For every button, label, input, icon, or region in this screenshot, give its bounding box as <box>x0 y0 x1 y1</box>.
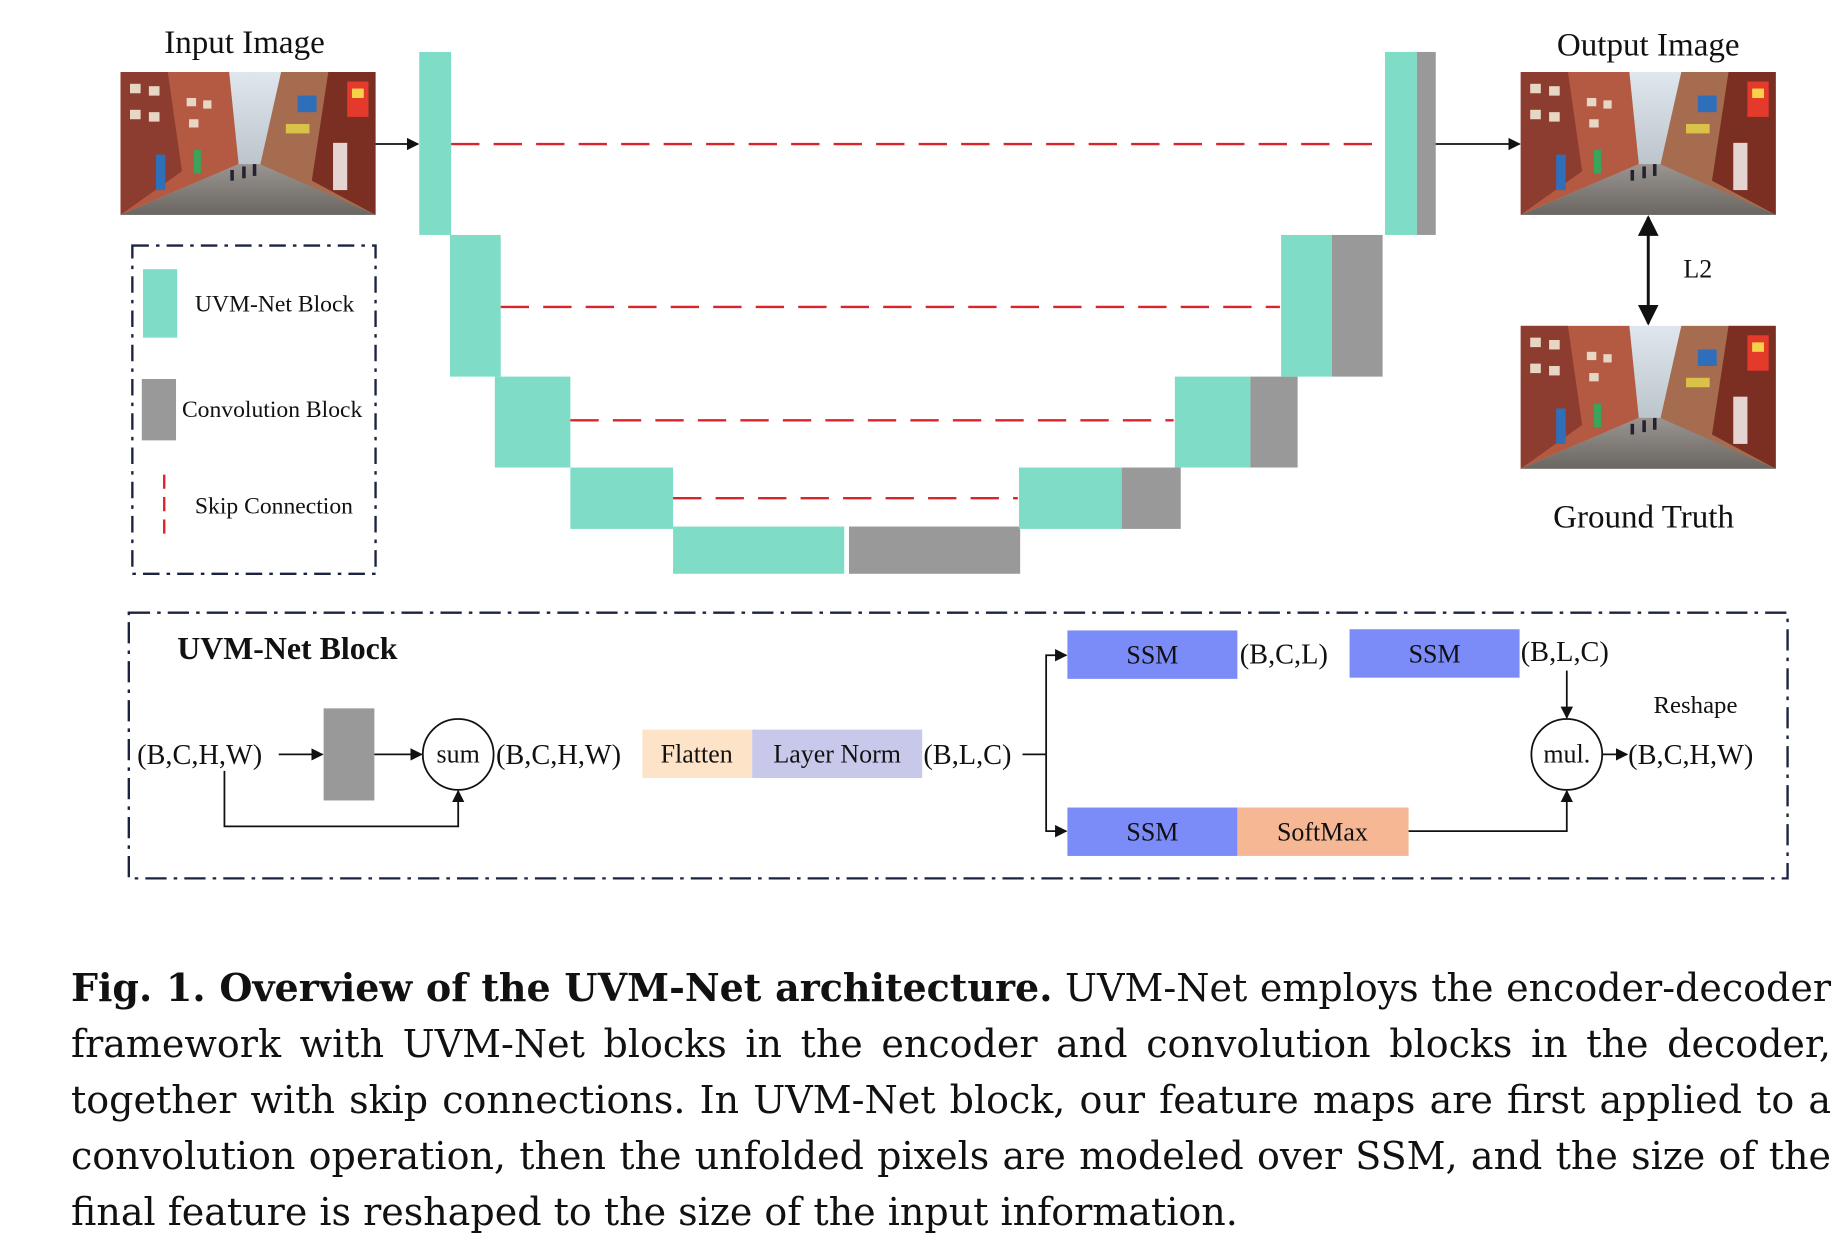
ssm-block-1-label: SSM <box>1126 641 1178 670</box>
legend-conv-label: Convolution Block <box>182 397 363 423</box>
ground-truth-label: Ground Truth <box>1553 500 1734 536</box>
decoder-uvm-1 <box>1384 51 1417 235</box>
loss-label: L2 <box>1683 254 1712 283</box>
sum-label: sum <box>437 740 480 769</box>
encoder-block-3 <box>494 376 571 468</box>
layer-norm-label: Layer Norm <box>773 740 901 769</box>
decoder-conv-4 <box>1121 467 1181 529</box>
branch-arrow-top <box>1045 649 1068 755</box>
ssm-block-3-label: SSM <box>1126 818 1178 847</box>
detail-conv-block <box>323 708 375 801</box>
decoder-conv-2 <box>1331 234 1383 377</box>
ssm-block-2 <box>1349 629 1520 678</box>
output-image <box>1520 72 1776 215</box>
figure-caption: Fig. 1. Overview of the UVM-Net architec… <box>71 960 1831 1240</box>
encoder-block-4 <box>570 467 674 529</box>
legend-box <box>131 244 377 575</box>
decoder-conv-3 <box>1250 376 1298 468</box>
caption-heading: Fig. 1. Overview of the UVM-Net architec… <box>71 965 1053 1010</box>
ssm-block-1 <box>1067 630 1238 679</box>
branch-arrow-bottom <box>1045 754 1068 838</box>
softmax-label: SoftMax <box>1277 818 1368 847</box>
uvm-block-detail-title: UVM-Net Block <box>177 631 398 666</box>
encoder-block-2 <box>449 234 501 377</box>
ssm-block-3 <box>1067 807 1238 856</box>
legend-conv-swatch <box>141 378 177 441</box>
arrow-to-mul-bottom <box>1408 789 1573 833</box>
uvm-block-detail-frame <box>127 611 1789 880</box>
bottleneck-uvm-block <box>673 526 845 574</box>
bcl-shape: (B,C,L) <box>1240 640 1328 671</box>
blc-shape: (B,L,C) <box>1521 637 1609 668</box>
ssm-block-2-label: SSM <box>1409 639 1461 668</box>
bottleneck-conv-block <box>848 526 1021 574</box>
input-image <box>120 72 376 215</box>
input-image-label: Input Image <box>164 25 325 61</box>
encoder-block-1 <box>419 51 452 235</box>
softmax-block <box>1237 807 1409 856</box>
decoder-uvm-3 <box>1174 376 1251 468</box>
legend-skip-label: Skip Connection <box>195 494 353 520</box>
decoder-uvm-4 <box>1018 467 1122 529</box>
flatten-label: Flatten <box>661 740 733 769</box>
output-image-label: Output Image <box>1557 27 1740 63</box>
decoder-conv-1 <box>1416 51 1436 235</box>
ground-truth-image <box>1520 325 1776 469</box>
residual-path <box>223 770 465 828</box>
after-sum-shape: (B,C,H,W) <box>496 740 621 771</box>
mul-label: mul. <box>1543 740 1590 769</box>
reshape-label: Reshape <box>1654 692 1738 719</box>
caption-body: UVM-Net employs the encoder-decoder fram… <box>71 966 1831 1234</box>
decoder-uvm-2 <box>1281 234 1332 377</box>
sum-node <box>421 718 495 791</box>
input-shape: (B,C,H,W) <box>137 740 262 771</box>
output-shape: (B,C,H,W) <box>1628 740 1753 771</box>
flatten-block <box>642 729 753 779</box>
layer-norm-block <box>752 729 923 779</box>
legend-uvm-label: UVM-Net Block <box>195 292 355 318</box>
sequence-shape: (B,L,C) <box>923 740 1011 771</box>
legend-uvm-swatch <box>142 269 178 338</box>
